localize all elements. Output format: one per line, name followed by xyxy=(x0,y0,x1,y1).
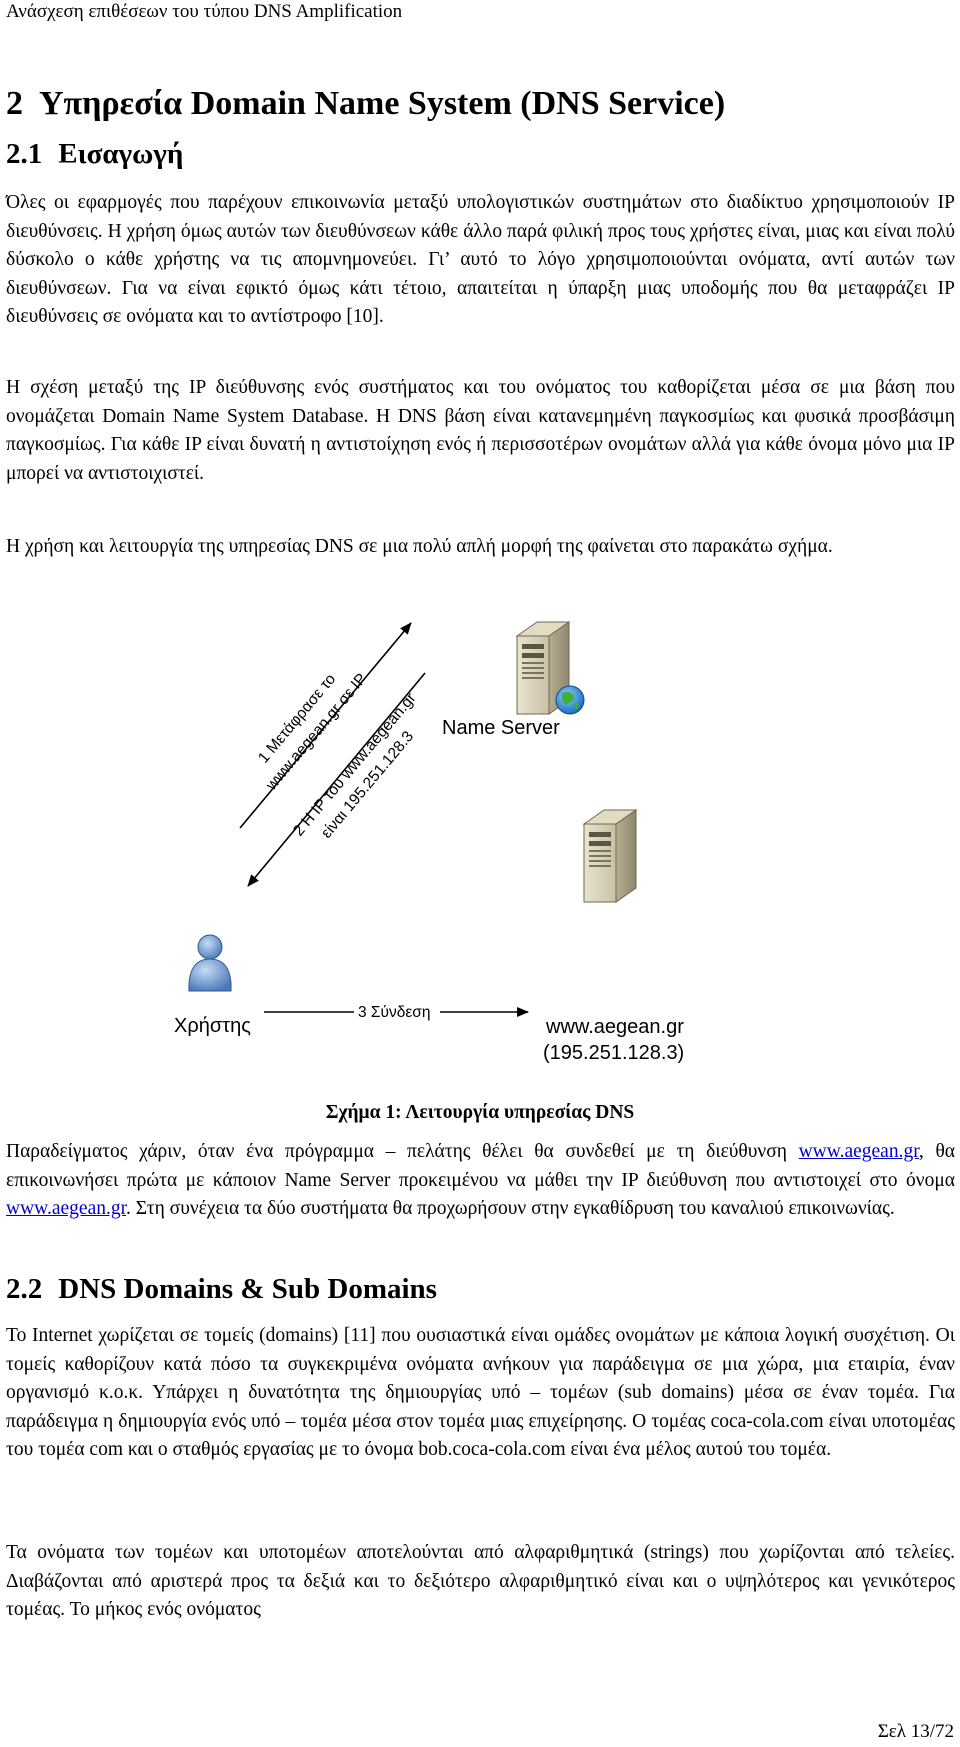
user-label: Χρήστης xyxy=(174,1015,251,1037)
section-number: 2 xyxy=(6,85,23,122)
arrow-step-1 xyxy=(239,622,412,829)
section-number: 2.2 xyxy=(6,1273,43,1305)
figure-caption: Σχήμα 1: Λειτουργία υπηρεσίας DNS xyxy=(325,1102,635,1123)
paragraph-figure-intro: Η χρήση και λειτουργία της υπηρεσίας DNS… xyxy=(6,536,833,557)
section-number: 2.1 xyxy=(6,138,43,170)
aegean-link-1[interactable]: www.aegean.gr xyxy=(798,1141,919,1162)
paragraph-intro: Όλες οι εφαρμογές που παρέχουν επικοινων… xyxy=(6,192,955,328)
paragraph-example: Παραδείγματος χάριν, όταν ένα πρόγραμμα … xyxy=(6,1138,955,1224)
paragraph-dns-database: Η σχέση μεταξύ της IP διεύθυνσης ενός συ… xyxy=(6,377,955,484)
name-server-label: Name Server xyxy=(442,717,560,739)
arrow-step-2 xyxy=(247,672,426,887)
section-title: Υπηρεσία Domain Name System (DNS Service… xyxy=(39,85,726,122)
section-title: Εισαγωγή xyxy=(58,138,184,170)
running-header: Ανάσχεση επιθέσεων του τύπου DNS Amplifi… xyxy=(6,1,403,22)
paragraph-domain-names: Τα ονόματα των τομέων και υποτομέων αποτ… xyxy=(6,1542,955,1621)
target-ip-label: (195.251.128.3) xyxy=(543,1042,684,1064)
dns-diagram: Name Server www.aegean.gr (195.251.128.3… xyxy=(174,621,684,1064)
section-title: DNS Domains & Sub Domains xyxy=(58,1273,437,1305)
example-text-1: Παραδείγματος χάριν, όταν ένα πρόγραμμα … xyxy=(6,1141,799,1162)
example-text-3: . Στη συνέχεια τα δύο συστήματα θα προχω… xyxy=(126,1198,895,1220)
section-heading-2-2: 2.2 DNS Domains & Sub Domains xyxy=(6,1270,437,1308)
section-heading-2-1: 2.1 Εισαγωγή xyxy=(6,135,183,173)
page-number: Σελ 13/72 xyxy=(877,1721,954,1742)
section-heading-2: 2 Υπηρεσία Domain Name System (DNS Servic… xyxy=(6,82,725,126)
example-text-2: , θα επικοινωνήσει πρώτα με κάποιον Name… xyxy=(6,1141,955,1191)
globe-icon xyxy=(555,685,585,715)
target-host-label: www.aegean.gr xyxy=(545,1016,684,1038)
paragraph-domains: Το Internet χωρίζεται σε τομείς (domains… xyxy=(6,1325,955,1461)
user-icon xyxy=(188,934,232,992)
step-3-label: 3 Σύνδεση xyxy=(358,1004,430,1021)
aegean-link-2[interactable]: www.aegean.gr xyxy=(6,1198,127,1220)
web-server-server-icon xyxy=(582,809,638,903)
